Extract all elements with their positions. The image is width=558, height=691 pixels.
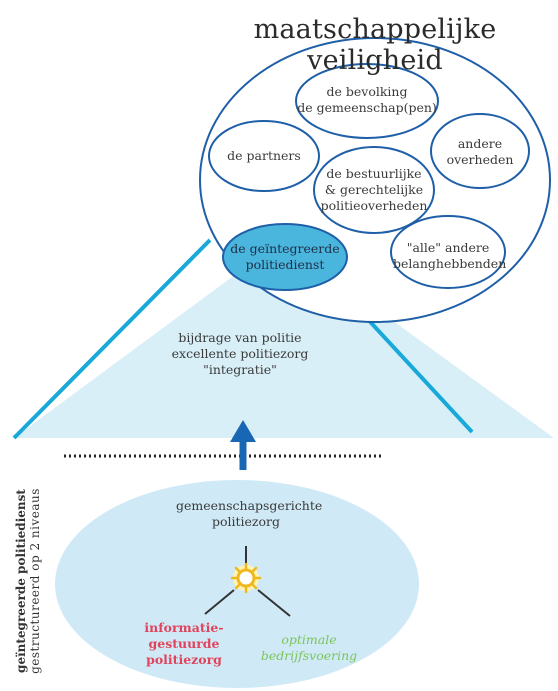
bestuurlijke-ellipse <box>313 146 435 234</box>
label-bedrijfsvoering: optimale bedrijfsvoering <box>260 632 358 663</box>
side-label: geïntegreerde politiedienst gestructuree… <box>8 476 48 686</box>
connector-left <box>204 589 235 615</box>
label-alle: "alle" andere belanghebbenden <box>393 240 507 271</box>
label-politiedienst: de geïntegreerde politiedienst <box>230 241 340 272</box>
bevolking-ellipse <box>295 63 439 139</box>
connector-right <box>257 589 291 617</box>
partners-ellipse <box>208 120 320 192</box>
triangle-shape <box>14 240 554 438</box>
label-andere-overheden: andere overheden <box>446 136 514 167</box>
triangle-text: bijdrage van politie excellente politiez… <box>171 330 309 377</box>
diagram-title: maatschappelijke veiligheid <box>253 14 497 76</box>
side-label-line-2: gestructureerd op 2 niveaus <box>28 488 42 674</box>
label-gemeenschapsgericht: gemeenschapsgerichte politiezorg <box>176 498 323 529</box>
politiedienst-ellipse <box>222 223 348 291</box>
label-bestuurlijke: de bestuurlijke & gerechtelijke politieo… <box>320 166 428 213</box>
label-bevolking: de bevolking de gemeenschap(pen) <box>297 84 437 115</box>
sun-icon <box>230 562 262 594</box>
side-label-line-1: geïntegreerde politiedienst <box>14 489 28 673</box>
arrow-head <box>230 420 256 442</box>
triangle-left-edge <box>12 238 212 440</box>
alle-ellipse <box>390 215 506 289</box>
label-informatiegestuurd: informatie- gestuurde politiezorg <box>144 620 224 667</box>
label-partners: de partners <box>227 148 301 163</box>
overheden-ellipse <box>430 113 530 189</box>
